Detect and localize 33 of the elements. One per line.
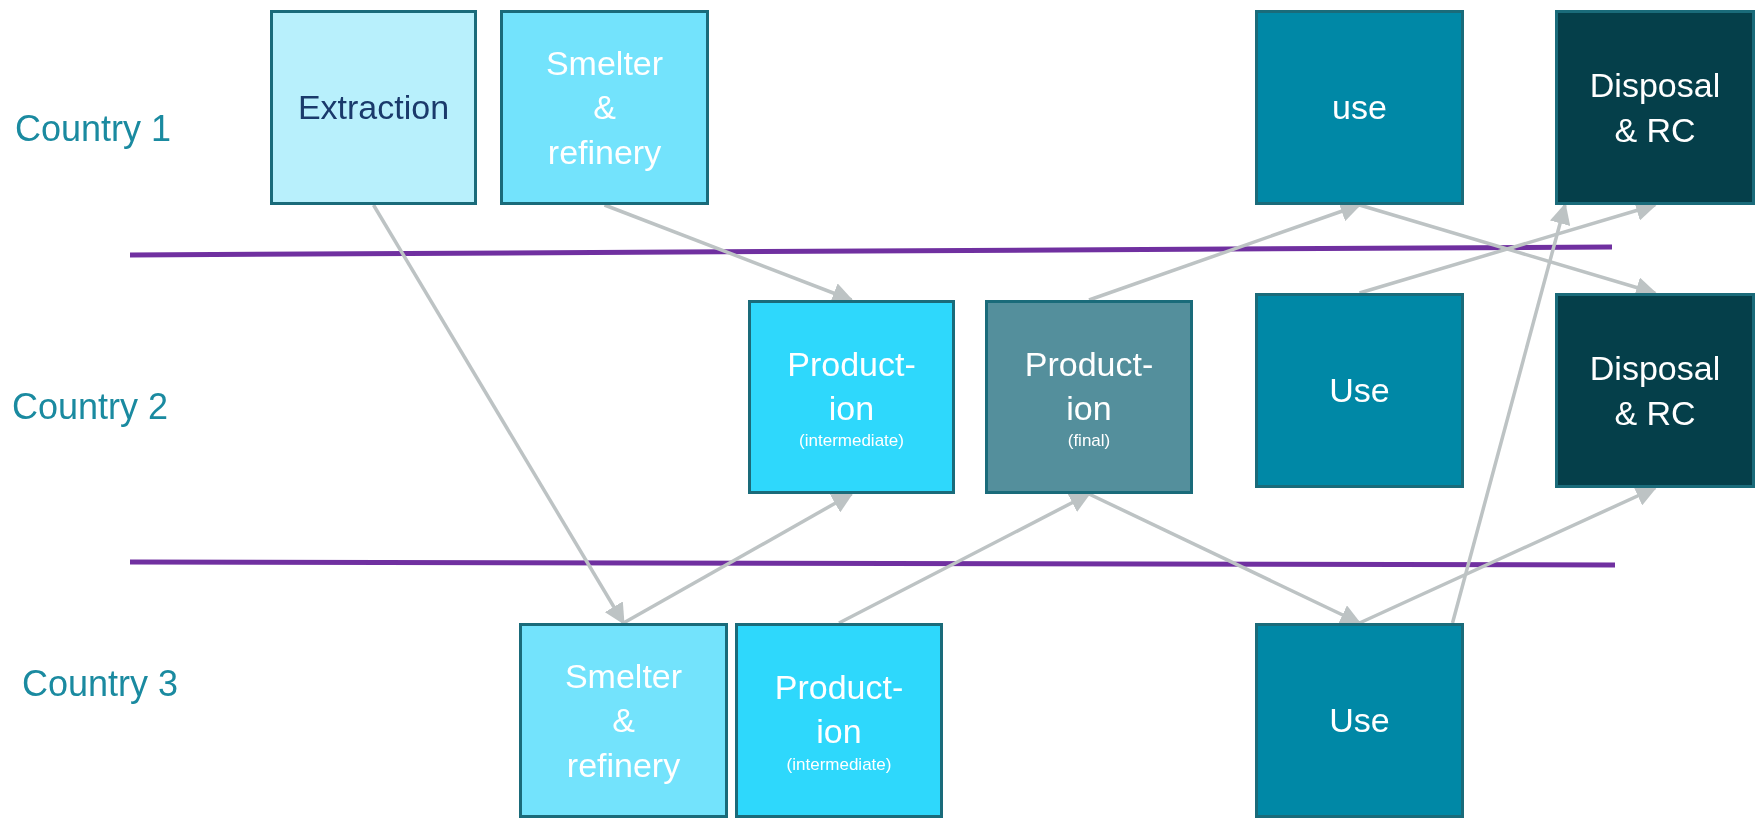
process-box	[270, 10, 477, 205]
box-sublabel: (intermediate)	[799, 430, 904, 453]
box-label: Disposal & RC	[1588, 348, 1722, 434]
row-label: Country 2	[12, 386, 169, 428]
process-box	[1555, 10, 1755, 205]
box-label: Use	[1329, 700, 1390, 742]
process-box	[985, 300, 1193, 494]
box-label: Product- ion	[773, 667, 905, 753]
arrow	[1088, 492, 1362, 625]
box-label: Smelter & refinery	[544, 43, 665, 173]
box-label: Product- ion	[1023, 343, 1155, 429]
process-box	[748, 300, 955, 494]
process-box	[735, 623, 943, 818]
box-sublabel: (intermediate)	[786, 753, 892, 776]
box-label: use	[1332, 87, 1387, 129]
box-label: Extraction	[297, 87, 450, 129]
row-label: Country 3	[22, 663, 179, 705]
box-sublabel: (final)	[1067, 430, 1111, 453]
row-label: Country 1	[15, 108, 172, 150]
arrow	[838, 492, 1091, 625]
process-box	[500, 10, 709, 205]
process-box	[1555, 293, 1755, 488]
arrow	[622, 492, 854, 625]
box-label: Disposal & RC	[1588, 65, 1722, 151]
process-box	[1255, 10, 1464, 205]
box-label: Use	[1329, 370, 1390, 412]
arrow	[1358, 486, 1657, 625]
process-box	[1255, 293, 1464, 488]
process-box	[519, 623, 728, 818]
box-label: Smelter & refinery	[563, 656, 684, 786]
box-label: Product- ion	[786, 343, 917, 429]
arrow	[372, 204, 625, 625]
process-box	[1255, 623, 1464, 818]
